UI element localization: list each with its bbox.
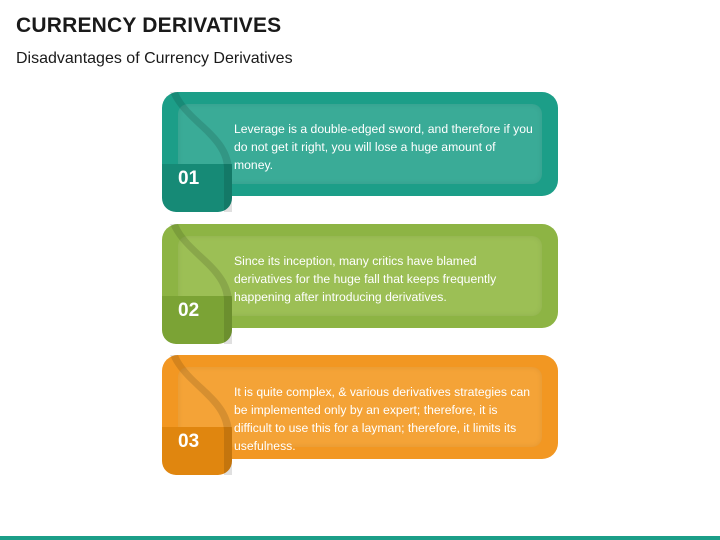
- item-number: 03: [178, 431, 200, 452]
- bottom-accent-bar: [0, 536, 720, 540]
- number-tab: [162, 296, 232, 344]
- item-text: Leverage is a double-edged sword, and th…: [234, 122, 533, 172]
- disadvantage-card-1: 01 Leverage is a double-edged sword, and…: [162, 92, 558, 212]
- item-text: Since its inception, many critics have b…: [234, 254, 497, 304]
- number-tab: [162, 427, 232, 475]
- page-subtitle: Disadvantages of Currency Derivatives: [16, 50, 293, 67]
- disadvantage-card-2: 02 Since its inception, many critics hav…: [162, 224, 558, 344]
- page-title: CURRENCY DERIVATIVES: [16, 14, 282, 37]
- disadvantage-card-3: 03 It is quite complex, & various deriva…: [162, 355, 558, 475]
- item-text: It is quite complex, & various derivativ…: [234, 385, 531, 453]
- item-number: 01: [178, 168, 200, 189]
- number-tab: [162, 164, 232, 212]
- card-inner-panel: [178, 236, 542, 316]
- item-number: 02: [178, 300, 200, 321]
- card-inner-panel: [178, 104, 542, 184]
- card-inner-panel: [178, 367, 542, 447]
